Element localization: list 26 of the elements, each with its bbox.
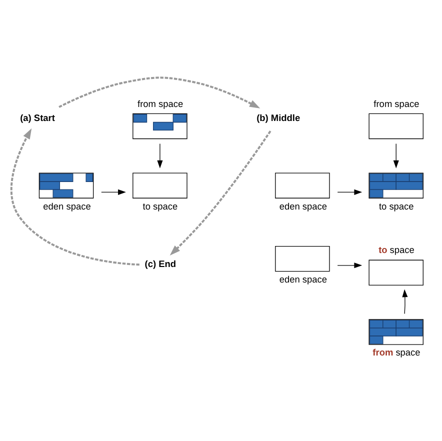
node-box — [275, 172, 330, 198]
arrow — [157, 143, 163, 168]
node-text: (c) End — [144, 259, 176, 270]
node-label: from space — [374, 99, 420, 110]
node-box — [368, 260, 424, 286]
arrow — [337, 262, 362, 268]
arrow — [402, 289, 408, 314]
node-label: to space — [378, 201, 414, 212]
node-label: eden space — [279, 201, 328, 212]
node-label: to space — [378, 245, 414, 255]
node-label: from space — [372, 347, 420, 358]
arrow — [101, 189, 126, 195]
node-text: (a) Start — [20, 112, 55, 123]
node-box — [132, 172, 188, 198]
node-label: eden space — [43, 201, 91, 212]
node-box — [275, 246, 330, 272]
node-label: eden space — [279, 274, 328, 285]
arrow — [170, 130, 272, 256]
node-text: (b) Middle — [256, 112, 300, 123]
arrow — [58, 76, 260, 108]
arrow — [10, 128, 140, 266]
node-label: from space — [138, 99, 184, 110]
arrow — [337, 189, 362, 195]
node-label: to space — [142, 201, 178, 212]
node-box — [368, 113, 424, 140]
arrow — [393, 143, 399, 168]
